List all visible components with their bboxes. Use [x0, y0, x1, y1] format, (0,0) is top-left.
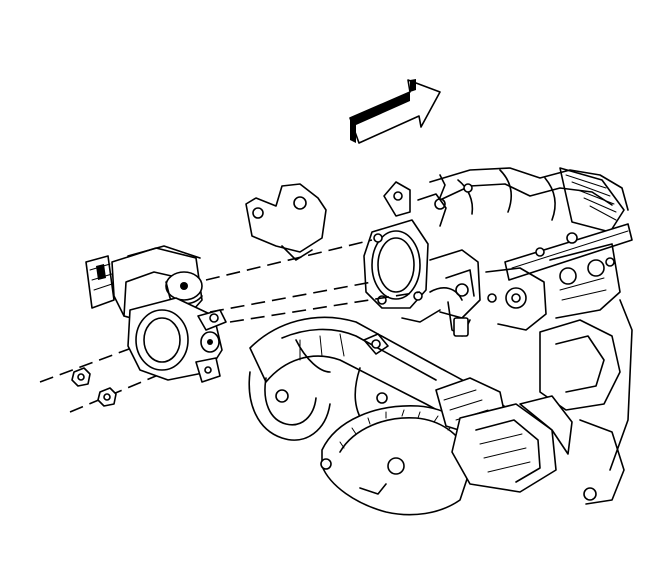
- nut-upper: [71, 367, 91, 387]
- engine-assembly: [245, 167, 633, 516]
- nut-lower: [97, 387, 117, 407]
- direction-arrow: [349, 79, 441, 144]
- fastener-nuts: [71, 367, 117, 407]
- throttle-body: [85, 245, 227, 383]
